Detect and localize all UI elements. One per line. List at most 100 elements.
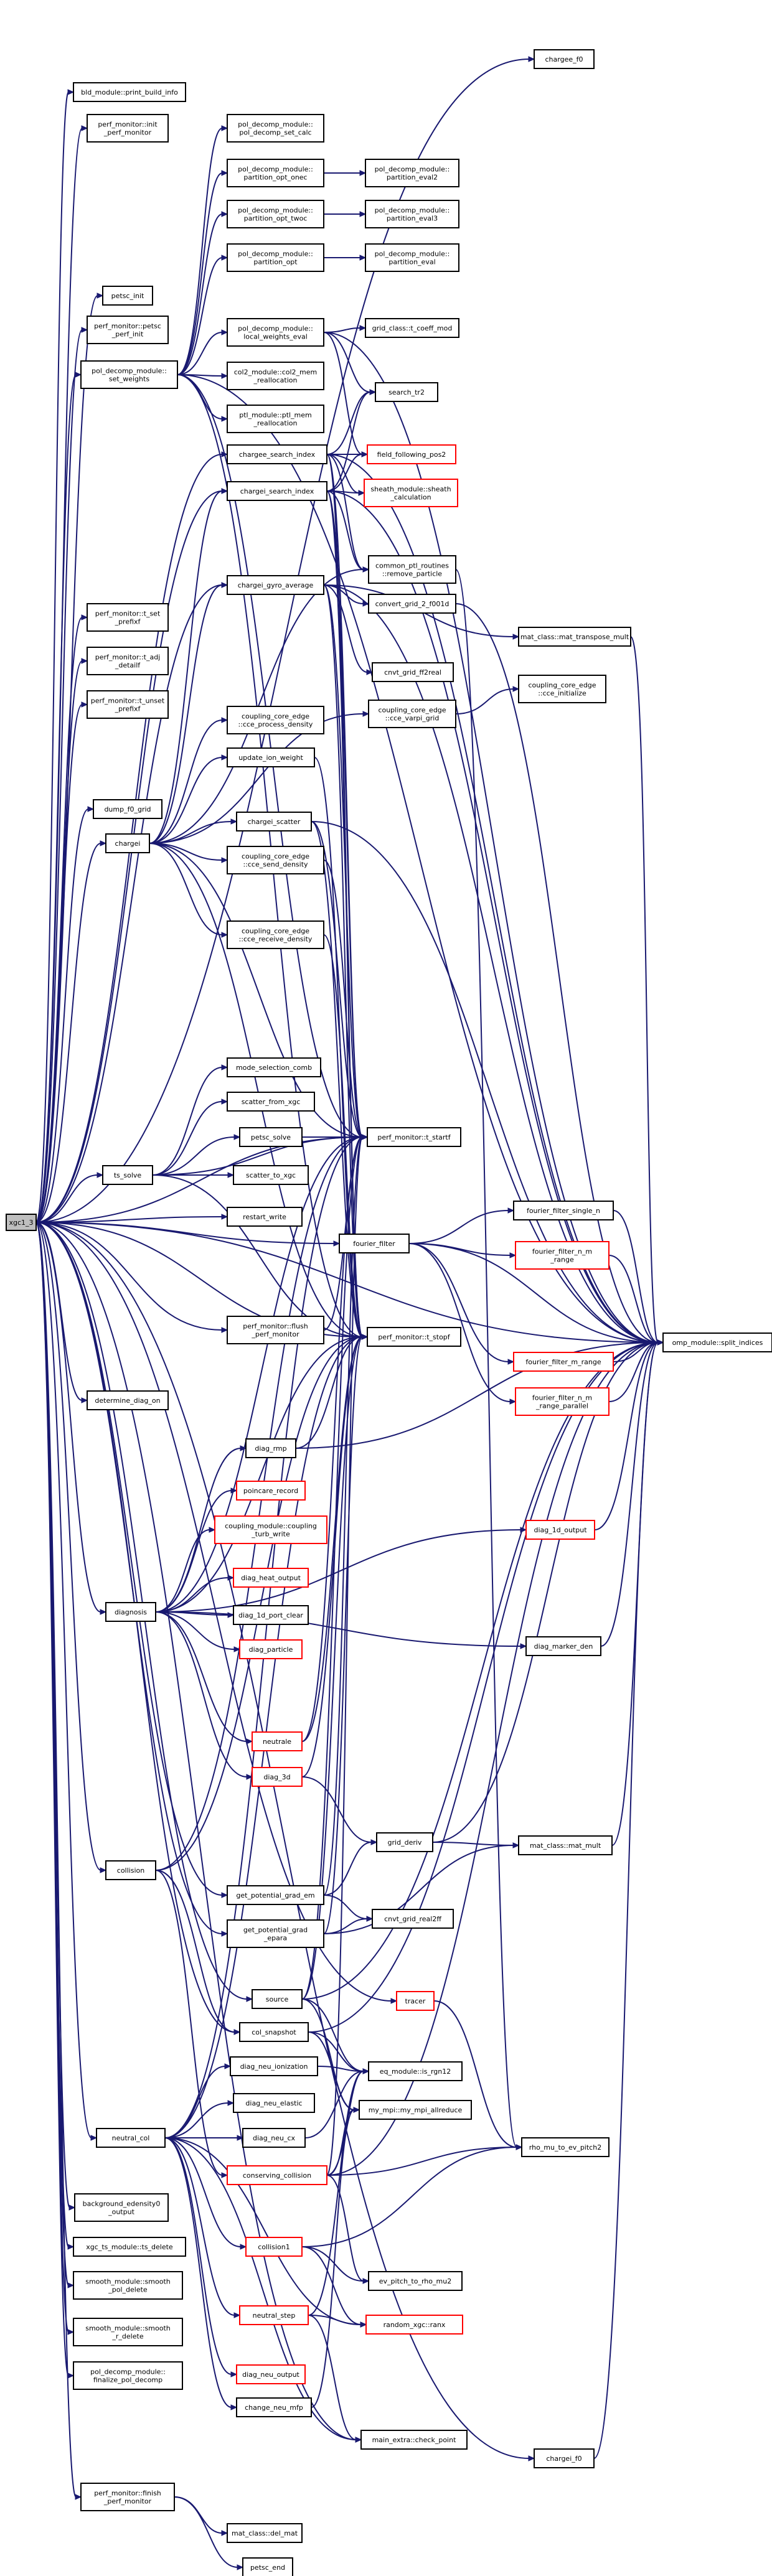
- node-chargee-si[interactable]: chargee_search_index: [227, 444, 327, 464]
- node-diag-neu-ion[interactable]: diag_neu_ionization: [230, 2056, 318, 2076]
- node-sheath[interactable]: sheath_module::sheath_calculation: [364, 479, 458, 507]
- node-pm-flush[interactable]: perf_monitor::flush_perf_monitor: [227, 1316, 324, 1344]
- node-mode-sel[interactable]: mode_selection_comb: [227, 1057, 321, 1077]
- node-pm-stopf[interactable]: perf_monitor::t_stopf: [367, 1327, 461, 1347]
- node-ff-nm-par[interactable]: fourier_filter_n_m_range_parallel: [515, 1387, 610, 1416]
- node-change-neu[interactable]: change_neu_mfp: [236, 2397, 312, 2417]
- node-mat-del[interactable]: mat_class::del_mat: [227, 2523, 303, 2543]
- node-pm-finish[interactable]: perf_monitor::finish_perf_monitor: [80, 2483, 175, 2511]
- node-col2-mem[interactable]: col2_module::col2_mem_reallocation: [227, 362, 324, 390]
- node-chargei-gyro[interactable]: chargei_gyro_average: [227, 575, 324, 595]
- node-diag-neu-elastic[interactable]: diag_neu_elastic: [233, 2093, 315, 2113]
- node-chargei-si[interactable]: chargei_search_index: [227, 481, 327, 501]
- node-diag-neu-cx[interactable]: diag_neu_cx: [242, 2128, 306, 2148]
- node-petsc-init[interactable]: petsc_init: [102, 286, 153, 306]
- node-omp-split[interactable]: omp_module::split_indices: [662, 1332, 772, 1352]
- node-coupling-turb[interactable]: coupling_module::coupling_turb_write: [214, 1515, 327, 1544]
- node-chargei[interactable]: chargei: [105, 833, 150, 853]
- node-ev-pitch[interactable]: ev_pitch_to_rho_mu2: [368, 2271, 463, 2291]
- node-random-ranx[interactable]: random_xgc::ranx: [365, 2315, 463, 2335]
- node-petsc-end[interactable]: petsc_end: [242, 2557, 293, 2576]
- node-ptl-mem[interactable]: ptl_module::ptl_mem_reallocation: [227, 405, 324, 433]
- node-grid-deriv[interactable]: grid_deriv: [376, 1832, 433, 1852]
- node-petsc-solve[interactable]: petsc_solve: [239, 1127, 303, 1147]
- node-rho-mu[interactable]: rho_mu_to_ev_pitch2: [521, 2137, 610, 2157]
- node-neutrale[interactable]: neutrale: [252, 1731, 303, 1751]
- node-root[interactable]: xgc1_3: [6, 1214, 37, 1231]
- node-diag-marker[interactable]: diag_marker_den: [525, 1636, 601, 1656]
- node-smooth-pol[interactable]: smooth_module::smooth_pol_delete: [73, 2271, 183, 2300]
- node-search-tr2[interactable]: search_tr2: [375, 382, 438, 402]
- node-cce-proc[interactable]: coupling_core_edge::cce_process_density: [227, 706, 324, 734]
- node-poincare[interactable]: poincare_record: [236, 1481, 306, 1501]
- node-convert-grid[interactable]: convert_grid_2_f001d: [368, 594, 456, 614]
- node-ts-solve[interactable]: ts_solve: [102, 1165, 153, 1185]
- node-get-pot-em[interactable]: get_potential_grad_em: [227, 1885, 324, 1905]
- node-part-onec[interactable]: pol_decomp_module::partition_opt_onec: [227, 159, 324, 187]
- node-cce-varpi[interactable]: coupling_core_edge::cce_varpi_grid: [368, 700, 456, 728]
- node-mat-mult[interactable]: mat_class::mat_mult: [518, 1835, 613, 1855]
- node-grid-coeff[interactable]: grid_class::t_coeff_mod: [365, 318, 459, 338]
- node-part-twoc[interactable]: pol_decomp_module::partition_opt_twoc: [227, 200, 324, 228]
- node-part-eval3[interactable]: pol_decomp_module::partition_eval3: [365, 200, 459, 228]
- node-diag-1d-clear[interactable]: diag_1d_port_clear: [233, 1605, 309, 1625]
- node-ff-single[interactable]: fourier_filter_single_n: [513, 1201, 614, 1220]
- node-restart[interactable]: restart_write: [227, 1207, 303, 1227]
- node-neutral-col[interactable]: neutral_col: [96, 2128, 166, 2148]
- node-chargei-scatter[interactable]: chargei_scatter: [236, 812, 312, 831]
- node-col-snapshot[interactable]: col_snapshot: [239, 2022, 309, 2042]
- node-pm-petsc[interactable]: perf_monitor::petsc_perf_init: [87, 316, 169, 344]
- node-diag-neu-out[interactable]: diag_neu_output: [236, 2364, 306, 2384]
- node-scatter-from[interactable]: scatter_from_xgc: [227, 1092, 315, 1112]
- node-chargei-f0[interactable]: chargei_f0: [534, 2448, 595, 2468]
- node-determine-diag[interactable]: determine_diag_on: [87, 1390, 169, 1410]
- node-part-opt[interactable]: pol_decomp_module::partition_opt: [227, 243, 324, 272]
- node-cce-init[interactable]: coupling_core_edge::cce_initialize: [518, 675, 606, 703]
- node-ff-m[interactable]: fourier_filter_m_range: [513, 1352, 614, 1372]
- node-chargee-f0[interactable]: chargee_f0: [534, 49, 595, 69]
- node-my-mpi[interactable]: my_mpi::my_mpi_allreduce: [359, 2100, 472, 2120]
- node-get-pot-epara[interactable]: get_potential_grad_epara: [227, 1919, 324, 1948]
- node-pm-init[interactable]: perf_monitor::init_perf_monitor: [87, 114, 169, 143]
- node-diag-heat[interactable]: diag_heat_output: [233, 1568, 309, 1588]
- node-pol-finalize[interactable]: pol_decomp_module::finalize_pol_decomp: [73, 2361, 183, 2390]
- node-dump-f0[interactable]: dump_f0_grid: [93, 799, 162, 819]
- node-smooth-r[interactable]: smooth_module::smooth_r_delete: [73, 2318, 183, 2346]
- node-field-follow[interactable]: field_following_pos2: [367, 444, 456, 464]
- node-diag-3d[interactable]: diag_3d: [252, 1767, 303, 1787]
- node-diag-rmp[interactable]: diag_rmp: [245, 1438, 296, 1458]
- node-ff-nm[interactable]: fourier_filter_n_m_range: [515, 1241, 610, 1270]
- node-cce-send[interactable]: coupling_core_edge::cce_send_density: [227, 846, 324, 874]
- node-cnvt-real2ff[interactable]: cnvt_grid_real2ff: [372, 1909, 454, 1929]
- node-eq-is-rgn12[interactable]: eq_module::is_rgn12: [368, 2061, 463, 2081]
- node-pm-startf[interactable]: perf_monitor::t_startf: [367, 1127, 461, 1147]
- node-diag-1d-out[interactable]: diag_1d_output: [525, 1520, 595, 1540]
- node-pm-unset[interactable]: perf_monitor::t_unset_prefixf: [87, 690, 169, 719]
- node-pol-set-calc[interactable]: pol_decomp_module::pol_decomp_set_calc: [227, 114, 324, 143]
- node-mat-transpose[interactable]: mat_class::mat_transpose_mult: [518, 627, 631, 647]
- node-remove-ptl[interactable]: common_ptl_routines::remove_particle: [368, 555, 456, 584]
- node-cce-recv[interactable]: coupling_core_edge::cce_receive_density: [227, 920, 324, 949]
- node-collision[interactable]: collision: [105, 1860, 156, 1880]
- node-diag-particle[interactable]: diag_particle: [239, 1639, 303, 1659]
- node-main-extra[interactable]: main_extra::check_point: [360, 2430, 468, 2450]
- node-bld[interactable]: bld_module::print_build_info: [73, 82, 186, 102]
- node-collision1[interactable]: collision1: [245, 2237, 303, 2257]
- node-cnvt-f02[interactable]: cnvt_grid_ff2real: [372, 662, 454, 682]
- node-part-eval[interactable]: pol_decomp_module::partition_eval: [365, 243, 459, 272]
- node-bg-edensity[interactable]: background_edensity0_output: [74, 2193, 169, 2222]
- node-update-ion[interactable]: update_ion_weight: [227, 747, 315, 767]
- node-tracer[interactable]: tracer: [396, 1991, 435, 2011]
- node-diagnosis[interactable]: diagnosis: [105, 1602, 156, 1622]
- node-pm-set-prefix[interactable]: perf_monitor::t_set_prefixf: [87, 603, 169, 632]
- node-pm-adj[interactable]: perf_monitor::t_adj_detailf: [87, 647, 169, 675]
- node-conserving[interactable]: conserving_collision: [227, 2165, 327, 2185]
- node-neutral-step[interactable]: neutral_step: [239, 2305, 309, 2325]
- node-local-wt[interactable]: pol_decomp_module::local_weights_eval: [227, 318, 324, 347]
- node-part-eval2[interactable]: pol_decomp_module::partition_eval2: [365, 159, 459, 187]
- node-fourier[interactable]: fourier_filter: [339, 1234, 410, 1253]
- node-xgc-ts-delete[interactable]: xgc_ts_module::ts_delete: [73, 2237, 186, 2257]
- node-set-weights[interactable]: pol_decomp_module::set_weights: [80, 360, 178, 389]
- node-scatter-to[interactable]: scatter_to_xgc: [233, 1165, 309, 1185]
- node-source[interactable]: source: [252, 1989, 303, 2009]
